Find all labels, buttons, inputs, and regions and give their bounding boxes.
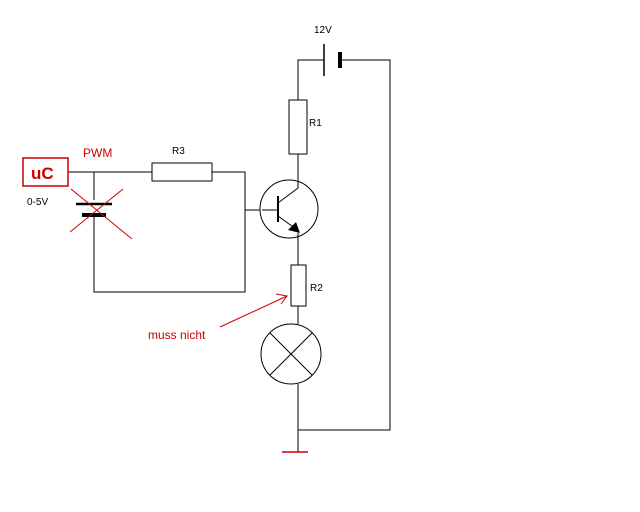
pwm-label: PWM	[83, 146, 112, 160]
voltage-source-symbol	[76, 202, 112, 217]
resistor-r3-label: R3	[172, 146, 185, 157]
microcontroller-label: uC	[31, 164, 54, 183]
wire-battery-to-ground	[298, 59, 391, 431]
wire-r3-to-base	[212, 171, 262, 211]
battery-voltage-label: 12V	[314, 25, 332, 36]
annotation-label: muss nicht	[148, 328, 206, 342]
wire-source-return	[93, 210, 246, 293]
wires	[68, 59, 391, 452]
lamp-symbol	[260, 323, 322, 385]
annotation-arrow	[219, 293, 288, 328]
resistor-r2	[290, 264, 307, 307]
resistor-r3	[151, 162, 213, 182]
transistor-npn	[259, 179, 319, 239]
wire-battery-to-r1	[297, 59, 324, 100]
emitter-arrow-icon	[288, 222, 300, 233]
microcontroller-box	[22, 157, 69, 187]
cross-out-mark	[69, 188, 133, 240]
voltage-range-label: 0-5V	[27, 197, 48, 208]
resistor-r1	[288, 99, 308, 155]
battery-symbol	[323, 44, 342, 76]
resistor-r2-label: R2	[310, 283, 323, 294]
resistor-r1-label: R1	[309, 118, 322, 129]
